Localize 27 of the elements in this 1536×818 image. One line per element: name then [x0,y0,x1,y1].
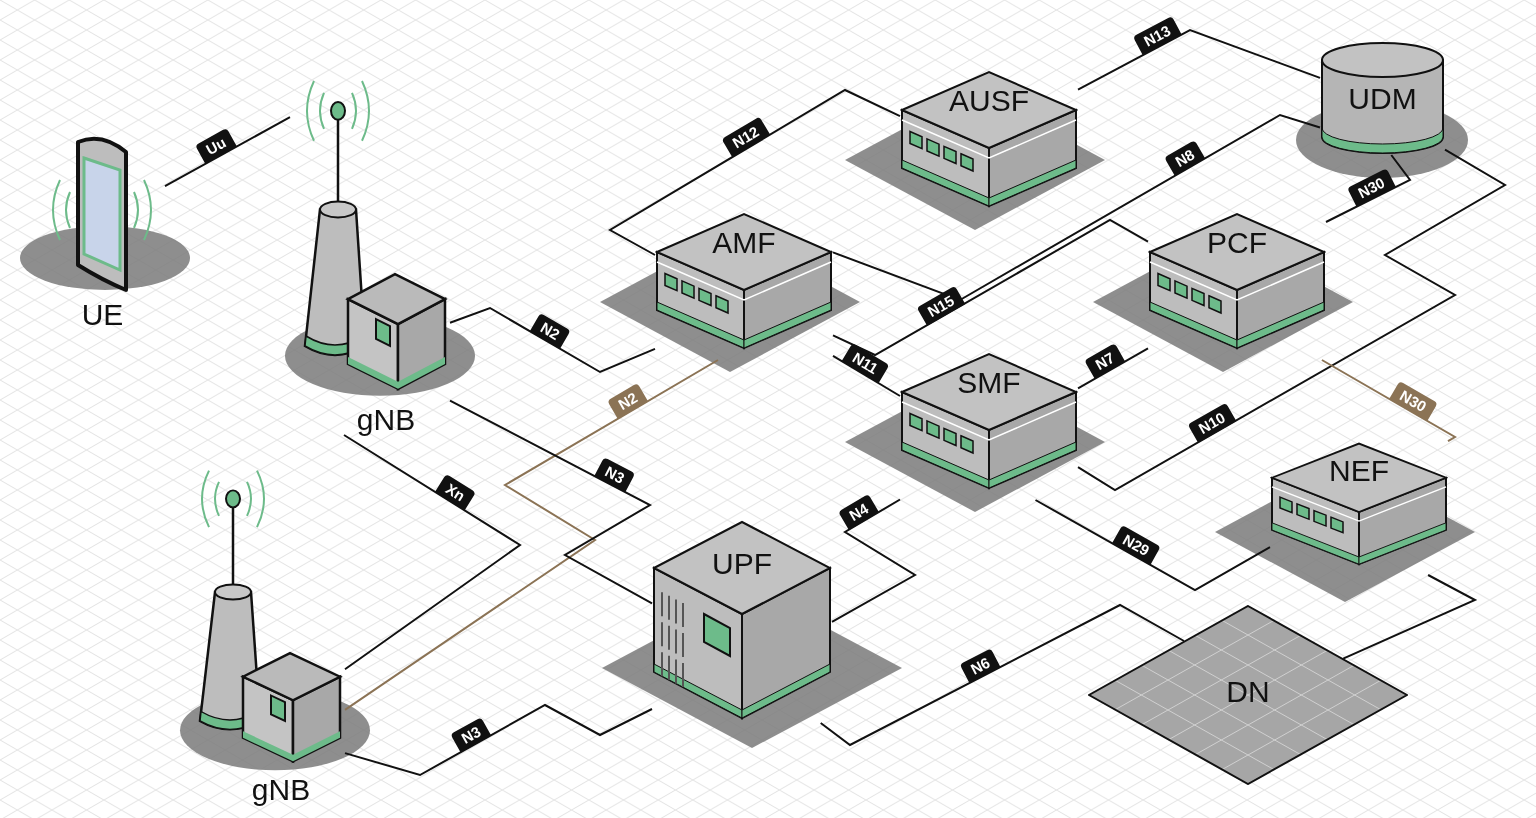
connector-line [819,603,1185,747]
node-label: SMF [956,368,1022,398]
connector-line [1342,574,1478,660]
node-label: PCF [1206,228,1268,258]
connector-line [449,399,653,605]
node-label: AUSF [948,86,1030,116]
node-label: AMF [711,228,777,258]
connector-line [1325,154,1412,223]
connector-line [1320,359,1457,443]
node-label: DN [1225,677,1271,707]
connector-line [449,306,656,374]
node-label: UE [80,300,125,330]
node-label: NEF [1328,456,1390,487]
node-label: UPF [711,548,773,579]
node-label: gNB [355,405,417,435]
connector-line [164,116,291,188]
connector-line [608,88,901,256]
connector-line [1077,148,1507,492]
node-label: UDM [1347,83,1418,114]
connector-line [1077,28,1321,91]
connector-line [832,113,1321,302]
connector-line [1077,347,1149,390]
connector-line [344,703,653,777]
connector-line [831,498,917,623]
connector-line [832,354,901,397]
connector-line [343,434,522,671]
node-label: gNB [250,775,312,805]
